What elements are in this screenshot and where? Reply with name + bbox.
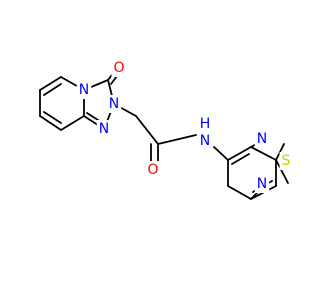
bond	[43, 83, 62, 96]
atom-label-background	[279, 152, 293, 170]
bond	[227, 146, 252, 161]
atom-amide-oxygen: O	[147, 162, 158, 178]
atom-label-background	[197, 115, 213, 133]
bond	[135, 115, 159, 145]
bond	[250, 146, 277, 161]
atom-label-background	[254, 130, 270, 148]
atom-label-background	[76, 81, 92, 99]
atom-ring-nitrogen-substituted: N	[109, 96, 119, 112]
atom-labels: O N N N O N H N S N	[76, 59, 293, 193]
bond	[60, 115, 85, 131]
atom-ring-nitrogen-lower: N	[99, 121, 109, 137]
atom-amide-nitrogen: N	[200, 133, 210, 149]
bond	[157, 134, 197, 145]
atom-label-background	[111, 59, 127, 77]
atom-label-background	[197, 132, 213, 150]
atom-ring-nitrogen-fused: N	[79, 82, 89, 98]
bond	[39, 76, 62, 91]
molecule-canvas: O N N N O N H N S N	[39, 59, 293, 200]
bond	[43, 111, 62, 124]
chemical-structure: O N N N O N H N S N	[39, 59, 293, 200]
bond	[39, 115, 62, 131]
bond	[213, 146, 229, 161]
bond	[231, 153, 250, 165]
atom-thiadiazole-sulfur: S	[282, 153, 291, 169]
atom-label-background	[145, 161, 161, 179]
atom-label-background	[254, 175, 270, 193]
atom-carbonyl-oxygen: O	[113, 60, 124, 76]
atom-label-background	[106, 95, 122, 113]
bond	[275, 159, 289, 184]
bond	[227, 185, 252, 200]
atom-thiadiazole-nitrogen-top: N	[257, 131, 267, 147]
atom-amide-hydrogen: H	[200, 116, 211, 132]
atom-label-background	[96, 120, 112, 138]
atom-thiadiazole-nitrogen-bottom: N	[257, 176, 267, 192]
bond	[110, 75, 118, 85]
